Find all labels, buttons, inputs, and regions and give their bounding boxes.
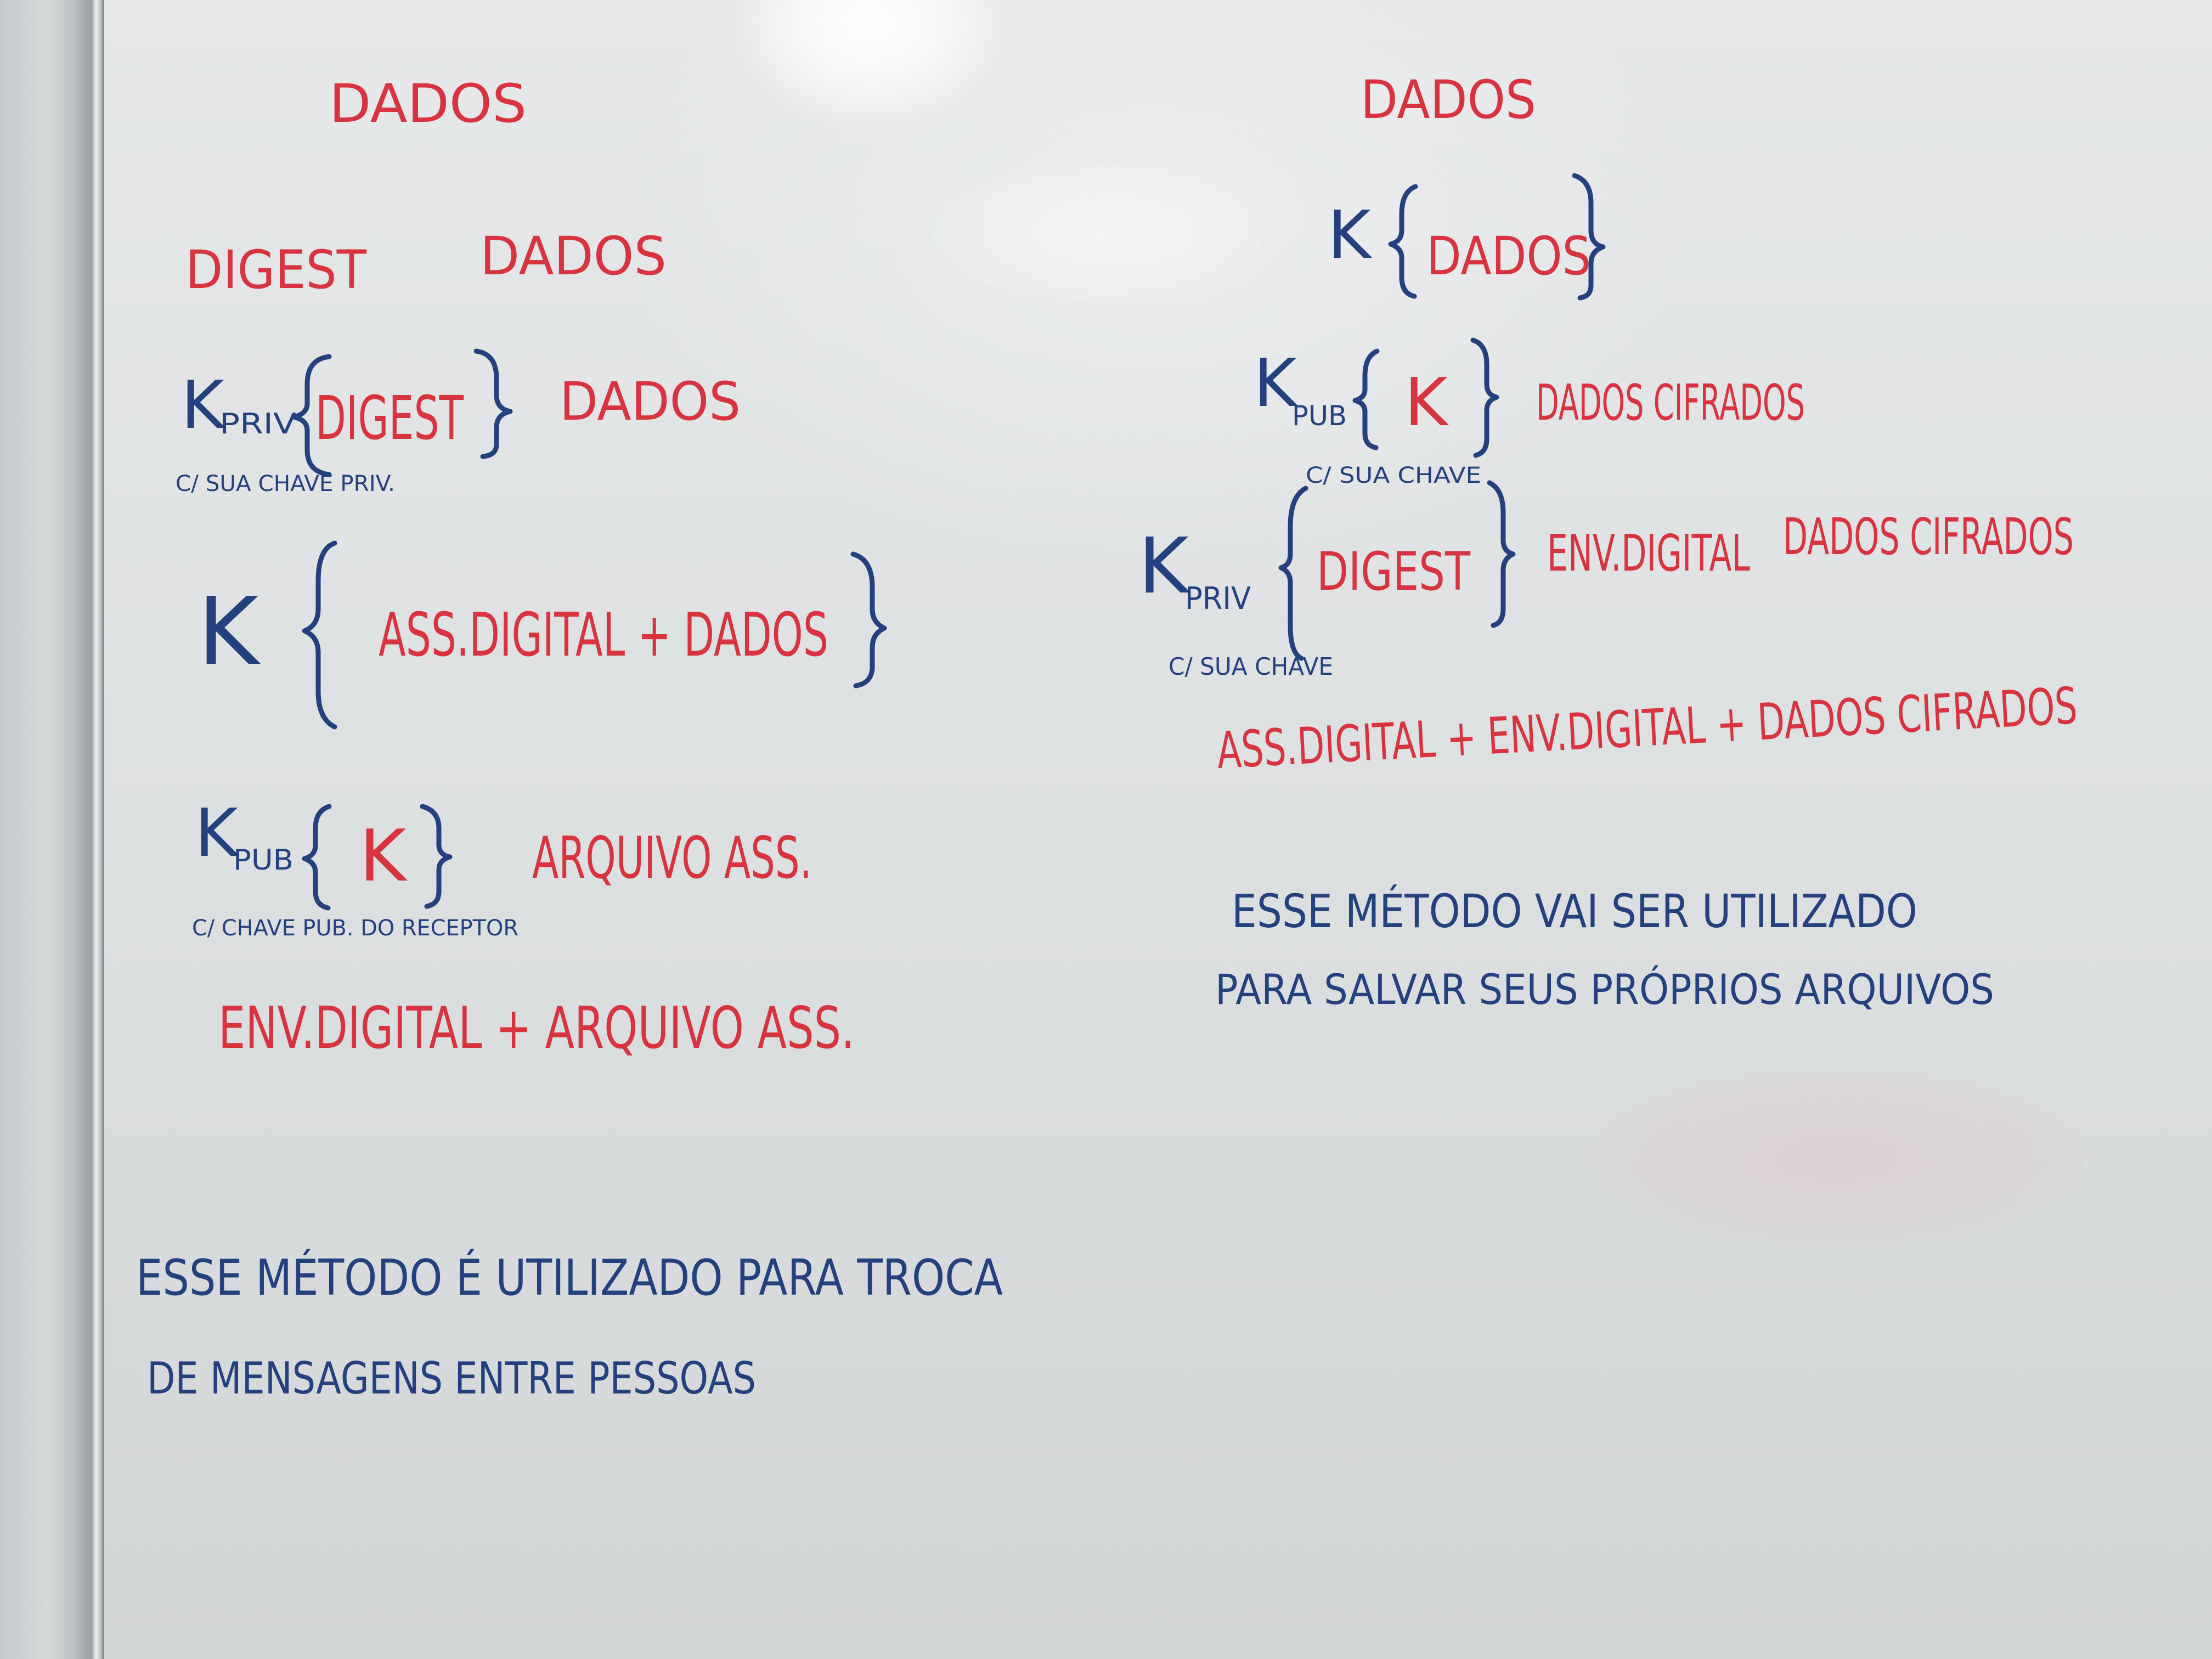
left-note-chave-pub-receptor: C/ CHAVE PUB. DO RECEPTOR [192, 916, 518, 941]
left-k-inner: K [359, 814, 408, 898]
left-k-priv-subscript: PRIV [219, 408, 296, 441]
right-ass-env-dados-cifrados: ASS.DIGITAL + ENV.DIGITAL + DADOS CIFRAD… [1216, 676, 2079, 780]
left-k-pub-symbol: K [195, 795, 240, 872]
whiteboard-frame [0, 0, 104, 1659]
left-arquivo-ass: ARQUIVO ASS. [532, 825, 812, 891]
reflection-smudge [1591, 1070, 2085, 1245]
right-open-brace-kpriv [1278, 486, 1308, 661]
left-k-priv-symbol: K [181, 368, 226, 444]
left-env-digital-arquivo-ass: ENV.DIGITAL + ARQUIVO ASS. [218, 995, 855, 1062]
left-dados-label: DADOS [480, 225, 667, 287]
left-k-symbol: K [198, 578, 261, 686]
left-close-brace [473, 348, 513, 459]
left-dados-title: DADOS [329, 73, 527, 134]
whiteboard-frame-edge [92, 0, 102, 1659]
left-open-brace [291, 354, 332, 477]
right-dados-title: DADOS [1361, 69, 1536, 131]
left-close-brace-kpub [420, 804, 453, 909]
right-dados-inner: DADOS [1426, 225, 1591, 287]
reflection-smudge [933, 165, 1262, 302]
left-open-brace-kpub [302, 804, 332, 911]
left-close-brace-large [850, 551, 887, 689]
left-k-pub-subscript: PUB [233, 844, 294, 877]
right-k-pub-symbol: K [1254, 346, 1299, 422]
right-k-inner: K [1404, 365, 1449, 441]
right-k-pub-subscript: PUB [1292, 400, 1347, 432]
right-env-digital: ENV.DIGITAL [1547, 524, 1750, 583]
right-open-brace-kpub [1352, 348, 1380, 450]
left-ass-digital-dados: ASS.DIGITAL + DADOS [379, 600, 828, 670]
right-dados-cifrados: DADOS CIFRADOS [1536, 374, 1805, 432]
right-close-brace-kpriv [1487, 480, 1516, 628]
right-open-brace [1388, 184, 1418, 299]
left-digest-inner: DIGEST [315, 383, 464, 453]
right-note-sua-chave-2: C/ SUA CHAVE [1169, 653, 1333, 681]
right-note-sua-chave-1: C/ SUA CHAVE [1306, 463, 1481, 488]
right-close-brace [1572, 173, 1606, 301]
left-dados-after-digest: DADOS [560, 371, 741, 432]
left-open-brace-large [302, 540, 337, 730]
right-note-line-2: PARA SALVAR SEUS PRÓPRIOS ARQUIVOS [1215, 964, 1994, 1014]
right-k-symbol: K [1328, 198, 1373, 274]
right-k-priv-symbol: K [1138, 522, 1190, 611]
left-digest-label: DIGEST [185, 239, 366, 301]
left-note-sua-chave-priv: C/ SUA CHAVE PRIV. [176, 471, 395, 496]
right-dados-cifrados-2: DADOS CIFRADOS [1783, 507, 2074, 566]
right-close-brace-kpub [1470, 337, 1499, 458]
right-k-priv-subscript: PRIV [1185, 581, 1251, 617]
right-digest-inner: DIGEST [1317, 541, 1470, 602]
left-note-line-1: ESSE MÉTODO É UTILIZADO PARA TROCA [136, 1248, 1003, 1307]
left-note-line-2: DE MENSAGENS ENTRE PESSOAS [147, 1353, 756, 1404]
right-note-line-1: ESSE MÉTODO VAI SER UTILIZADO [1232, 884, 1917, 938]
